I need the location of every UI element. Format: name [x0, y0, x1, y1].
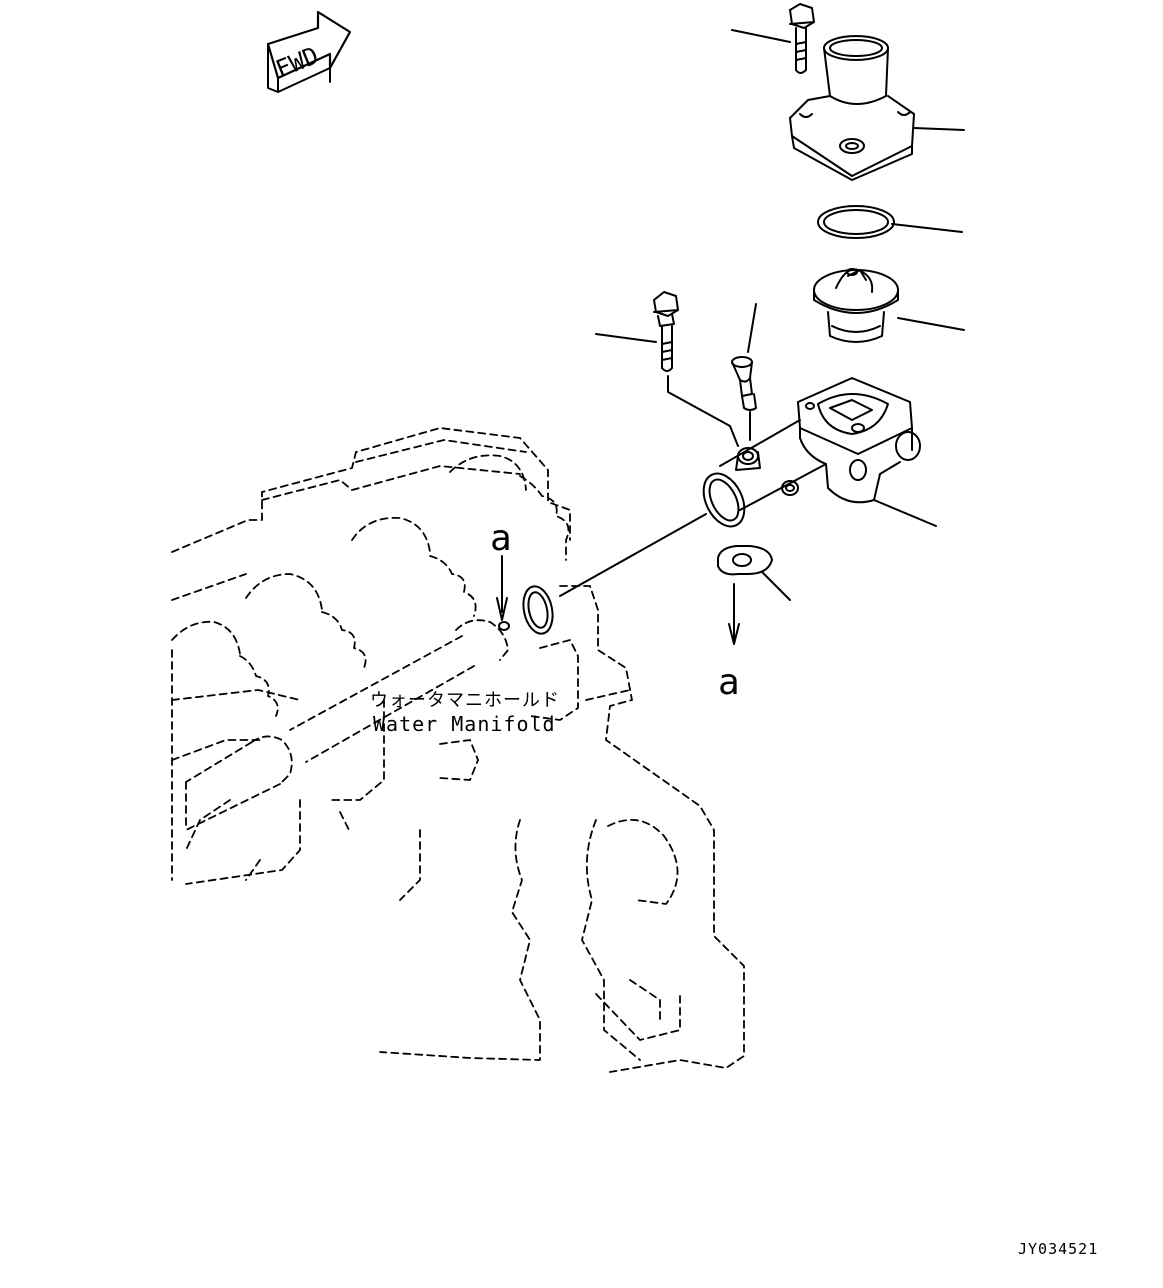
fwd-label: FWD	[272, 41, 323, 83]
reference-letter-manifold: a	[490, 518, 512, 559]
reference-letter-gasket: a	[718, 662, 740, 703]
gasket	[717, 545, 791, 601]
bolt-upper	[731, 3, 815, 74]
reference-arrow-gasket	[728, 583, 740, 645]
water-manifold-label-jp: ウォータマニホールド	[370, 690, 560, 711]
breather-pipe	[731, 303, 757, 441]
thermostat-cover	[789, 35, 965, 181]
water-manifold-label-en: Water Manifold	[373, 712, 556, 736]
thermostat-housing	[559, 377, 937, 597]
bolt-lower	[595, 291, 739, 447]
forward-arrow-icon: FWD	[266, 10, 352, 93]
o-ring	[817, 205, 963, 239]
engine-outline	[171, 427, 745, 1073]
reference-arrow-manifold	[496, 555, 510, 631]
thermostat	[813, 268, 965, 343]
manifold-o-ring	[522, 585, 554, 635]
drawing-code: JY034521	[1018, 1240, 1099, 1258]
